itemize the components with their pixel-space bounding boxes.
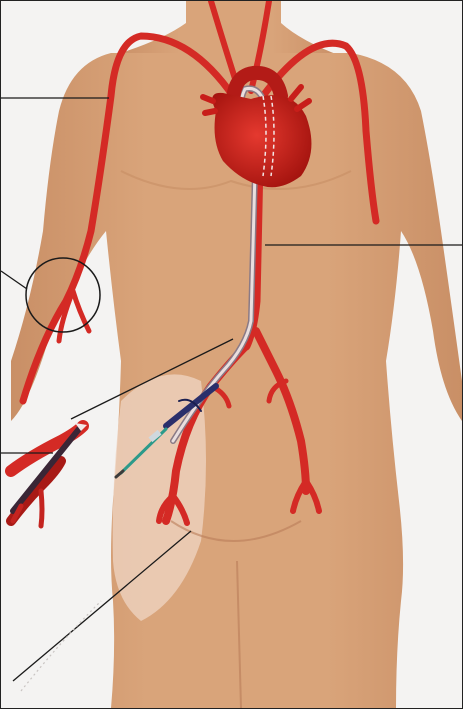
callout-wrist	[1, 271, 27, 289]
inset-sheath	[13, 429, 79, 511]
dotted-guide	[21, 601, 101, 691]
femoral-sheath-inset	[11, 423, 87, 526]
